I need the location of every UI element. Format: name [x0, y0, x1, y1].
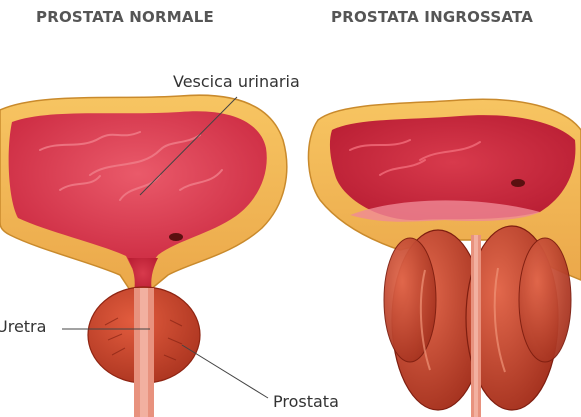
ureter-opening-enlarged — [511, 179, 525, 187]
urethra-lumen-enlarged — [474, 235, 478, 417]
leader-line-prostate — [182, 345, 268, 398]
normal-diagram — [0, 95, 287, 417]
ureter-opening-normal — [169, 233, 183, 241]
urethra-lumen-normal — [140, 288, 148, 417]
enlarged-diagram — [308, 99, 581, 417]
prostate-lobe-outer-left — [384, 238, 436, 362]
label-urethra: Uretra — [0, 317, 46, 336]
label-prostate: Prostata — [273, 392, 339, 411]
label-bladder: Vescica urinaria — [173, 72, 300, 91]
prostate-lobe-outer-right — [519, 238, 571, 362]
